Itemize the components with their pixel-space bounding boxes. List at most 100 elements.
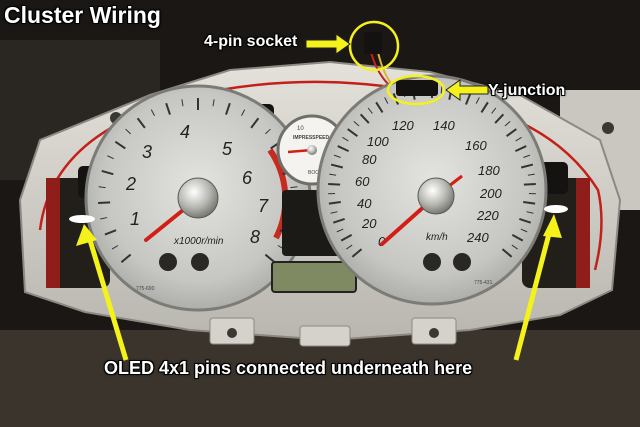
speedo-part-number: 775-431 [474, 280, 493, 286]
tach-number-6: 6 [242, 168, 253, 188]
speedo-number-60: 60 [355, 174, 370, 189]
tach-tick [111, 245, 119, 250]
speedo-number-20: 20 [361, 216, 377, 231]
oled-annotation: OLED 4x1 pins connected underneath here [104, 358, 473, 378]
speedo-unit-label: km/h [426, 232, 448, 243]
speedo-tick [347, 128, 358, 137]
boost-label: BOOST [308, 170, 326, 176]
speedo-indicator-right [453, 253, 471, 271]
speedo-tick [520, 228, 528, 233]
junction-arrow [445, 79, 489, 101]
tach-number-4: 4 [180, 122, 190, 142]
tach-indicator-left [159, 253, 177, 271]
junction-highlight-ellipse [386, 74, 446, 106]
speedo-number-200: 200 [479, 186, 502, 201]
speedo-tick [465, 92, 472, 105]
tach-tick [98, 186, 106, 189]
speedo-number-240: 240 [466, 230, 489, 245]
tach-tick [120, 253, 132, 264]
speedo-tick [501, 248, 513, 258]
speedo-tick [330, 163, 344, 169]
speedo-tick [353, 121, 360, 127]
speedo-number-80: 80 [362, 152, 377, 167]
tach-tick [114, 140, 126, 150]
speedo-number-140: 140 [433, 118, 455, 133]
boost-tick-10: 10 [297, 126, 304, 132]
speedo-tick [367, 107, 373, 114]
tach-unit-label: x1000r/min [173, 236, 224, 247]
speedo-tick [480, 101, 489, 113]
socket-annotation: 4-pin socket [204, 33, 298, 50]
speedo-number-40: 40 [357, 196, 372, 211]
speedo-tick [523, 201, 536, 205]
tach-number-5: 5 [222, 139, 233, 159]
speedo-number-180: 180 [478, 163, 500, 178]
screw-hole [429, 328, 439, 338]
speedo-tick [514, 145, 527, 153]
tach-tick [101, 169, 114, 176]
tach-tick [225, 102, 231, 115]
four-pin-socket [364, 32, 382, 54]
tach-tick [181, 99, 184, 107]
speedo-tick-marks [328, 86, 536, 258]
tach-number-7: 7 [258, 196, 269, 216]
speedo-tick [359, 113, 370, 124]
tach-tick [98, 201, 111, 204]
tach-number-8: 8 [250, 227, 260, 247]
speedo-tick [328, 201, 341, 205]
right-oled-marker [544, 205, 568, 213]
left-oled-marker [69, 215, 95, 223]
tach-part-number: 775-690 [136, 286, 155, 292]
speedo-tick [440, 86, 443, 94]
speedo-tick [527, 173, 535, 176]
tach-tick [150, 109, 155, 117]
speedo-tick [519, 217, 532, 224]
right-oled-arrowhead [543, 214, 562, 238]
speedo-tick [511, 233, 524, 242]
speedo-indicator-left [423, 253, 441, 271]
socket-arrow [305, 33, 351, 55]
tach-number-2: 2 [125, 174, 136, 194]
left-oled-arrow-line [87, 239, 129, 361]
speedo-tick [329, 173, 337, 176]
tach-tick [107, 155, 114, 160]
speedo-tick [520, 163, 534, 169]
tach-tick [290, 186, 298, 189]
mounting-tab [299, 325, 351, 347]
speedo-number-120: 120 [392, 118, 414, 133]
speedo-tick [336, 228, 344, 233]
speedo-tick [333, 154, 341, 158]
speedo-tick [515, 136, 522, 142]
tach-numbers: 1 2 3 4 5 6 7 8 [125, 122, 269, 247]
speedo-tick [342, 136, 349, 142]
tach-tick [265, 128, 271, 135]
tach-tick [241, 109, 246, 117]
tach-tick [250, 117, 260, 129]
boost-brand: IMPRESSPEED [293, 135, 330, 141]
speedo-tick [526, 211, 534, 214]
screw-hole [227, 328, 237, 338]
left-pod-red-trim [46, 178, 60, 288]
speedo-needle-hub [417, 177, 455, 215]
odometer-lcd [271, 261, 357, 293]
tach-indicator-right [191, 253, 209, 271]
speedo-tick [351, 248, 363, 258]
junction-annotation: Y-junction [488, 82, 566, 99]
speedo-tick [346, 244, 353, 250]
tach-tick [136, 117, 146, 129]
tach-tick [100, 217, 108, 220]
boost-needle-hub [307, 145, 317, 155]
speedo-tick [491, 107, 497, 114]
speedo-tick [506, 128, 517, 137]
speedo-tick [384, 97, 389, 104]
speedo-number-220: 220 [476, 208, 499, 223]
tach-tick [104, 229, 117, 236]
speedo-tick [337, 145, 350, 153]
tach-tick [125, 128, 131, 135]
right-oled-arrow-line [513, 229, 553, 361]
tach-tick-marks [98, 98, 298, 264]
tach-number-3: 3 [142, 142, 152, 162]
speedo-tick [523, 182, 536, 186]
